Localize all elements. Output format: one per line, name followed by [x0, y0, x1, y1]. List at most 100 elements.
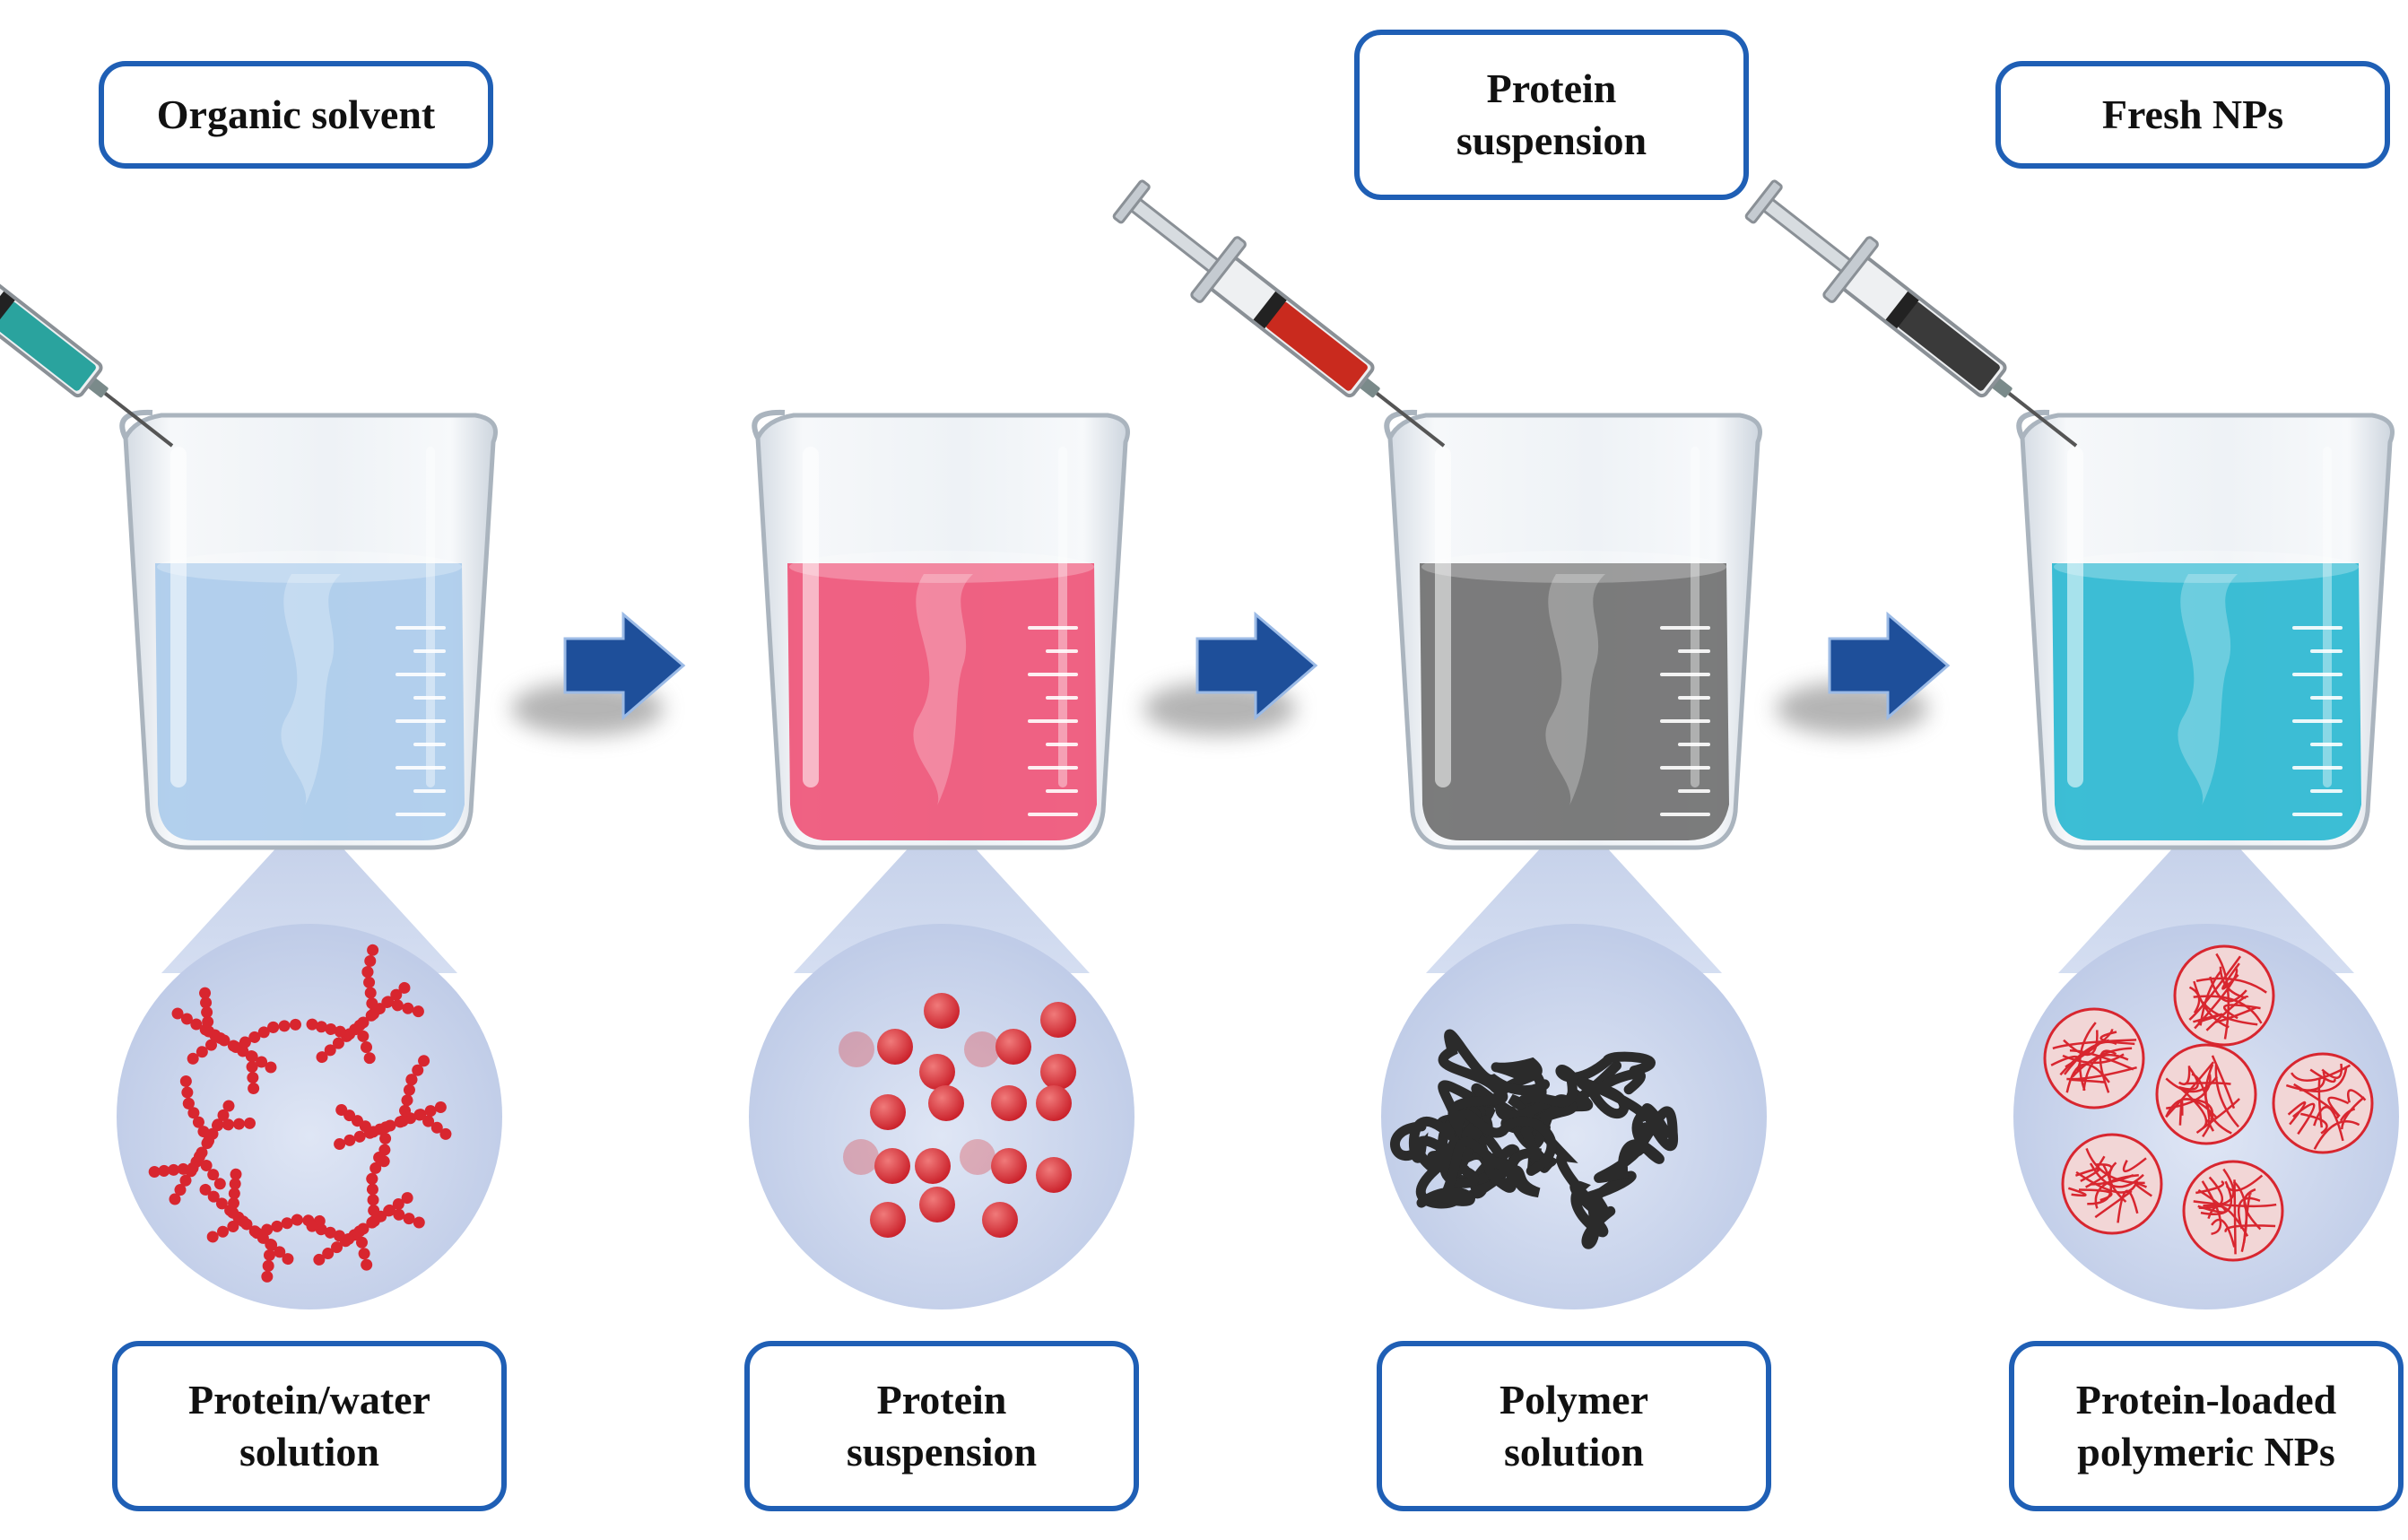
magnifier-cone	[1426, 812, 1722, 973]
protein-bead	[316, 1051, 328, 1064]
vortex	[1545, 574, 1605, 805]
protein-bead	[217, 1109, 230, 1121]
protein-bead	[171, 1007, 184, 1020]
polymer-strand	[2205, 995, 2249, 1031]
polymer-strand	[2198, 1176, 2224, 1210]
protein-bead	[335, 1104, 348, 1117]
protein-bead	[353, 1130, 366, 1143]
magnifier-circle	[117, 924, 502, 1309]
polymer-strand	[2194, 966, 2238, 1030]
polymer-strand	[2193, 980, 2230, 1029]
protein-bead	[367, 1194, 379, 1206]
polymer-strand	[2062, 1053, 2125, 1065]
polymer-strand	[2067, 1187, 2087, 1197]
protein-bead	[324, 1226, 336, 1239]
magnifier-droplet-icon	[1381, 812, 1767, 1309]
polymer-strand	[2215, 953, 2230, 1040]
protein-bead	[413, 1216, 425, 1229]
polymer-strand	[2184, 1098, 2214, 1138]
protein-bead	[262, 1259, 274, 1272]
protein-bead	[180, 1013, 193, 1025]
protein-bead	[369, 1162, 382, 1174]
protein-bead	[412, 1005, 424, 1018]
beaker-liquid	[155, 563, 465, 840]
polymer-strand	[2299, 1071, 2325, 1092]
top-label-4-line: Fresh NPs	[2101, 91, 2284, 137]
top-label-4: Fresh NPs	[1995, 61, 2390, 169]
protein-bead	[168, 1163, 180, 1176]
protein-particle	[991, 1148, 1027, 1184]
protein-bead	[174, 1184, 187, 1196]
bottom-label-3-line: Polymer	[1499, 1377, 1649, 1423]
protein-bead	[256, 1056, 268, 1068]
polymer-strand	[2094, 1174, 2139, 1209]
protein-bead	[267, 1021, 280, 1033]
protein-loaded-nanoparticle	[2155, 1043, 2257, 1145]
protein-bead	[366, 997, 378, 1010]
protein-bead	[232, 1118, 245, 1130]
syringe-liquid	[1898, 301, 2000, 391]
protein-bead	[205, 1039, 218, 1051]
protein-bead	[401, 1192, 413, 1205]
protein-bead	[383, 1205, 396, 1217]
protein-bead	[230, 1168, 242, 1180]
vortex	[281, 574, 341, 805]
protein-bead	[228, 1188, 240, 1200]
protein-chain-cluster	[148, 944, 452, 1283]
polymer-strand	[2309, 1068, 2336, 1083]
protein-particle-ghost	[960, 1139, 995, 1175]
polymer-strand	[2122, 1157, 2147, 1173]
magnifier-circle	[1381, 924, 1767, 1309]
protein-bead	[182, 1097, 195, 1109]
arrow-shape	[1828, 611, 1951, 721]
polymer-strand	[2224, 1224, 2276, 1233]
right-arrow-icon	[1776, 611, 1951, 735]
protein-bead	[187, 1107, 200, 1119]
protein-bead	[222, 1100, 235, 1112]
beaker-liquid	[1420, 563, 1729, 840]
protein-bead	[412, 1064, 424, 1076]
protein-bead	[271, 1220, 283, 1232]
protein-bead	[402, 1002, 414, 1014]
protein-bead	[227, 1221, 239, 1233]
protein-bead	[179, 1174, 192, 1187]
polymer-strand	[2117, 1189, 2139, 1223]
polymer-strand	[2063, 1030, 2099, 1057]
protein-particle-ghost	[843, 1139, 879, 1175]
protein-particle-cluster	[839, 993, 1076, 1238]
protein-bead	[261, 1270, 274, 1283]
protein-loaded-nanoparticle	[2173, 944, 2275, 1047]
protein-bead	[366, 1172, 378, 1185]
syringe-icon	[1112, 179, 1446, 448]
arrow-shape	[563, 611, 686, 721]
protein-particle	[1036, 1085, 1072, 1121]
protein-bead	[358, 1248, 370, 1260]
protein-particle	[1040, 1054, 1076, 1090]
protein-particle	[919, 1187, 955, 1222]
protein-bead	[366, 1183, 378, 1196]
protein-bead	[227, 1206, 239, 1219]
protein-bead	[322, 1248, 335, 1260]
protein-bead	[248, 1082, 260, 1094]
protein-bead	[391, 999, 404, 1012]
polymer-strand	[2207, 1205, 2249, 1237]
protein-bead	[398, 981, 411, 994]
polymer-strand	[2238, 1196, 2261, 1230]
protein-bead	[250, 1227, 263, 1240]
protein-bead	[357, 1030, 369, 1042]
protein-particle	[870, 1094, 906, 1130]
protein-bead	[396, 1115, 409, 1127]
protein-bead	[261, 1223, 274, 1236]
protein-bead	[334, 1025, 346, 1038]
protein-particle-ghost	[964, 1031, 1000, 1067]
protein-bead	[393, 1208, 405, 1221]
protein-bead	[196, 1046, 208, 1058]
protein-particle	[924, 993, 960, 1029]
protein-bead	[243, 1117, 256, 1129]
polymer-strand	[2085, 1163, 2113, 1188]
polymer-strand	[2193, 1200, 2277, 1208]
syringe-liquid	[1265, 301, 1368, 391]
protein-bead	[361, 1041, 373, 1054]
